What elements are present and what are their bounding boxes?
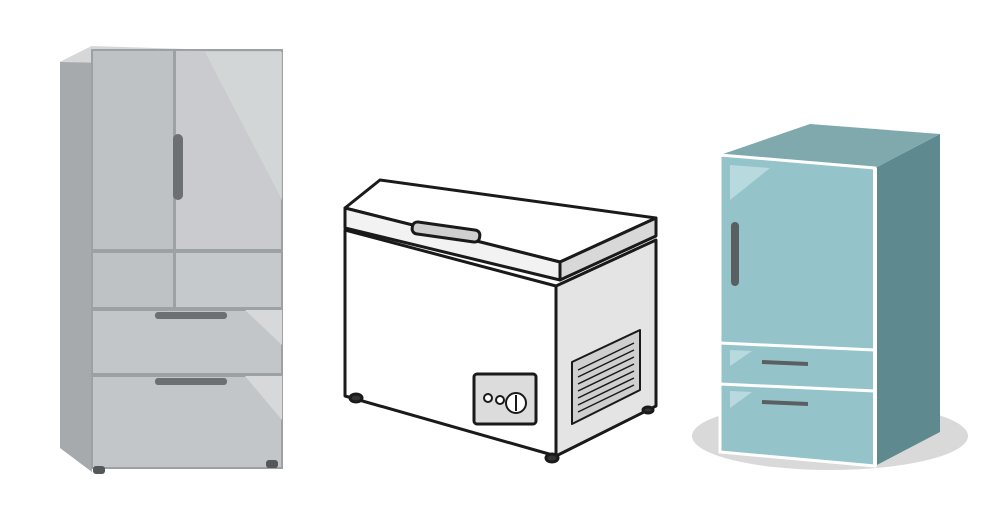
chest-freezer (343, 178, 658, 464)
fridge-handle (173, 134, 183, 200)
teal-fridge (692, 124, 968, 470)
fridge-handle (731, 222, 739, 286)
silver-multidoor-fridge (60, 46, 283, 474)
